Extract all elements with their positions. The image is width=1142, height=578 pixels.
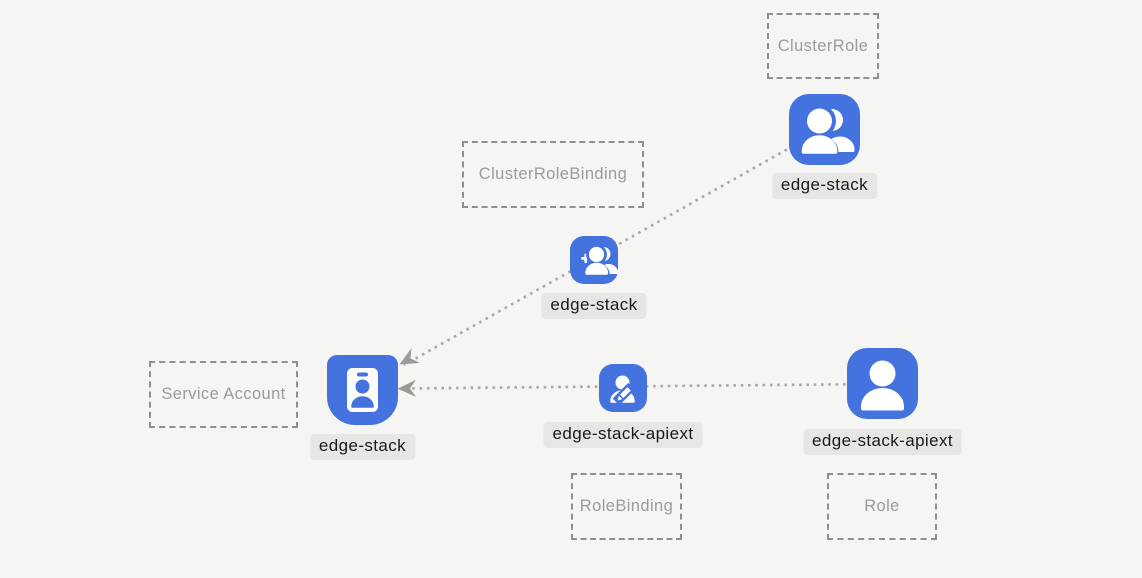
clusterrolebinding-type-box: ClusterRoleBinding bbox=[462, 141, 644, 208]
node-role-edge-stack-apiext: edge-stack-apiext bbox=[803, 348, 962, 455]
clusterrole-node-name: edge-stack bbox=[771, 173, 878, 199]
clusterrolebinding-node-icon[interactable] bbox=[570, 236, 618, 284]
role-node-name: edge-stack-apiext bbox=[803, 429, 962, 455]
user-icon bbox=[861, 360, 904, 411]
clusterrolebinding-type-label: ClusterRoleBinding bbox=[478, 165, 628, 183]
node-clusterrole-edge-stack: edge-stack bbox=[771, 94, 878, 199]
clusterrole-type-box: ClusterRole bbox=[767, 13, 879, 79]
rolebinding-node-name: edge-stack-apiext bbox=[543, 422, 703, 448]
role-node-icon[interactable] bbox=[847, 348, 918, 419]
clusterrole-node-icon[interactable] bbox=[789, 94, 860, 165]
id-badge-icon bbox=[347, 368, 378, 412]
user-edit-icon bbox=[610, 375, 635, 406]
service-account-type-label: Service Account bbox=[161, 385, 286, 403]
node-rolebinding-edge-stack-apiext: edge-stack-apiext bbox=[543, 364, 703, 448]
rolebinding-type-label: RoleBinding bbox=[579, 497, 674, 515]
node-service-account-edge-stack: edge-stack bbox=[309, 355, 416, 460]
clusterrole-type-label: ClusterRole bbox=[777, 36, 869, 55]
rolebinding-type-box: RoleBinding bbox=[571, 473, 682, 540]
service-account-type-box: Service Account bbox=[149, 361, 298, 428]
service-account-node-name: edge-stack bbox=[309, 434, 416, 460]
user-group-icon bbox=[800, 104, 855, 154]
role-type-label: Role bbox=[864, 497, 900, 515]
arrowhead-horizontal bbox=[397, 379, 417, 397]
user-add-icon bbox=[581, 244, 618, 276]
role-type-box: Role bbox=[827, 473, 937, 540]
rolebinding-node-icon[interactable] bbox=[599, 364, 647, 412]
arrowhead-diagonal bbox=[399, 348, 420, 365]
clusterrolebinding-node-name: edge-stack bbox=[541, 293, 647, 319]
service-account-node-icon[interactable] bbox=[327, 355, 398, 425]
node-clusterrolebinding-edge-stack: edge-stack bbox=[541, 236, 647, 319]
